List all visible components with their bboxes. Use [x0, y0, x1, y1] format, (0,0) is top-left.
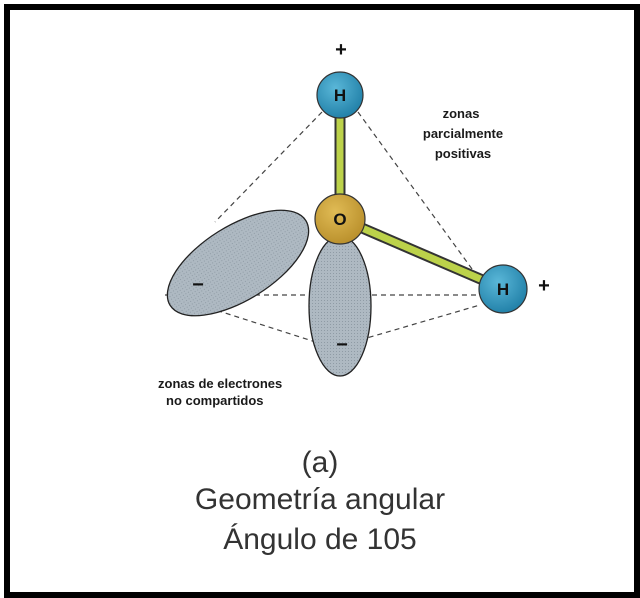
charge-top-plus: + — [335, 39, 347, 61]
charge-lobe-bottom-minus: − — [336, 334, 348, 356]
hydrogen-top-symbol: H — [334, 86, 346, 105]
hydrogen-atom-top — [316, 71, 364, 119]
edge-top-right — [357, 111, 481, 281]
positive-zones-line-3: positivas — [435, 146, 491, 161]
caption-angle: Ángulo de 105 — [223, 523, 417, 556]
electron-zones-line-1: zonas de electrones — [158, 376, 282, 391]
oxygen-symbol: O — [333, 210, 346, 229]
caption-geometry: Geometría angular — [194, 483, 446, 516]
hydrogen-atom-right — [478, 264, 528, 314]
positive-zones-label: zonas parcialmente positivas — [423, 106, 503, 161]
electron-zones-line-2: no compartidos — [166, 393, 264, 408]
charge-right-plus: + — [538, 275, 550, 297]
bonds — [334, 113, 488, 287]
edge-bottom-right — [359, 304, 481, 341]
electron-zones-label: zonas de electrones no compartidos — [158, 376, 282, 408]
caption-tag: (a) — [301, 446, 339, 479]
bond-o-h-right-fill — [360, 224, 487, 285]
positive-zones-line-2: parcialmente — [423, 126, 503, 141]
lone-pair-lobe-left — [166, 209, 310, 317]
positive-zones-line-1: zonas — [443, 106, 480, 121]
oxygen-atom — [314, 193, 366, 245]
hydrogen-right-symbol: H — [497, 280, 509, 299]
edge-top-left — [214, 111, 323, 223]
charge-lobe-left-minus: − — [192, 274, 204, 296]
